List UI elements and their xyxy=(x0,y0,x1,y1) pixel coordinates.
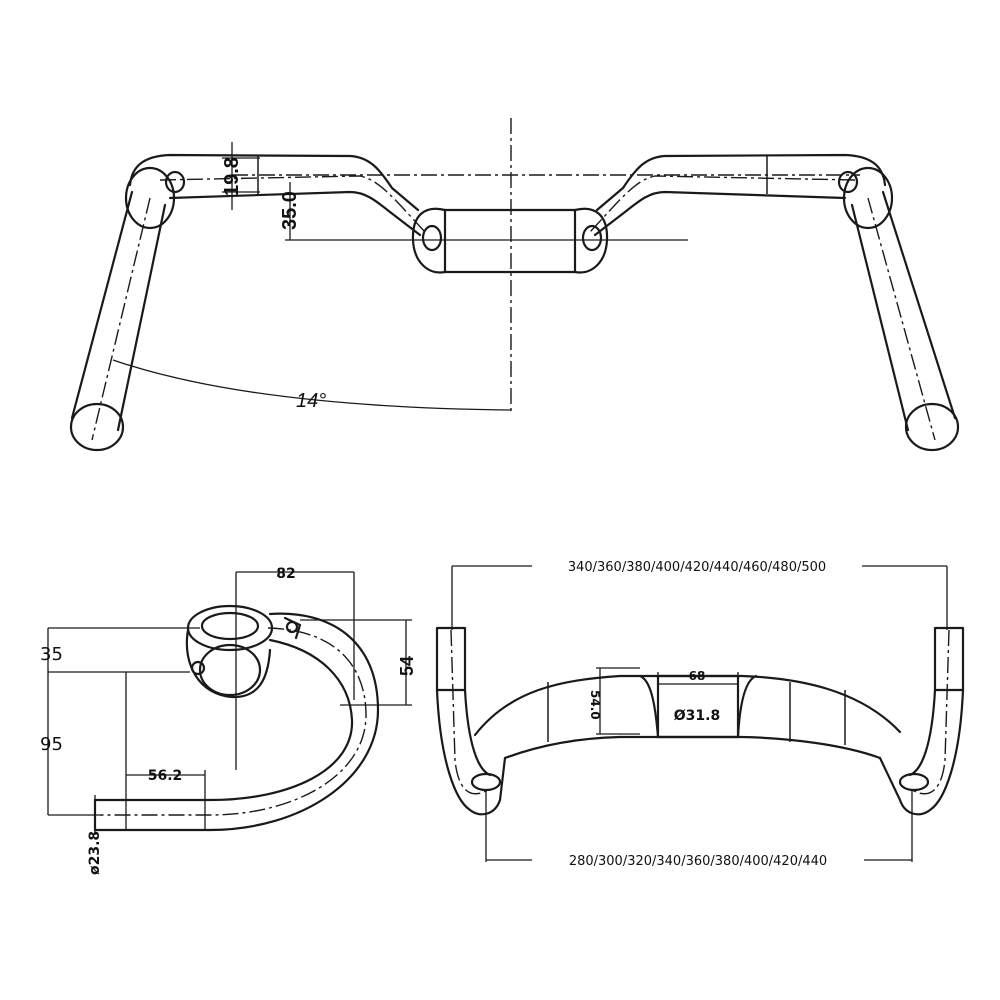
front-right-drop-end xyxy=(933,626,965,692)
front-stem-clamp xyxy=(656,674,740,739)
front-bar-top-outline xyxy=(473,674,902,737)
top-bar-right-outline xyxy=(595,153,887,212)
dim-stem-offset: 35.0 xyxy=(279,191,301,230)
dim-clamp-width: 68 xyxy=(689,669,706,683)
front-left-drop-end xyxy=(435,626,467,692)
top-right-drop xyxy=(850,190,957,432)
dim-reach: 82 xyxy=(276,566,295,582)
dim-clamp-offset: 54.0 xyxy=(588,690,602,720)
top-view: 19.8 35.0 14° xyxy=(69,118,960,452)
dim-end-diameter: ø23.8 xyxy=(87,831,103,875)
top-bar-left-outline xyxy=(128,153,420,212)
dim-drop: 95 xyxy=(40,734,63,755)
side-view: 82 54 35 95 56.2 ø23.8 xyxy=(40,566,417,875)
dim-flare-angle: 14° xyxy=(296,390,326,412)
top-left-drop xyxy=(70,190,167,432)
dim-width-top: 340/360/380/400/420/440/460/480/500 xyxy=(568,560,826,575)
dim-drop-flat: 56.2 xyxy=(148,768,183,784)
top-stem-clamp xyxy=(443,208,577,274)
dim-rise: 35 xyxy=(40,644,63,665)
dim-drop-height: 19.8 xyxy=(221,157,243,196)
dim-clamp-height: 54 xyxy=(397,656,417,676)
dim-width-bottom: 280/300/320/340/360/380/400/420/440 xyxy=(569,854,827,869)
side-bar-outline-outer xyxy=(93,612,380,832)
front-view: 340/360/380/400/420/440/460/480/500 68 Ø… xyxy=(435,560,965,869)
dim-clamp-diameter: Ø31.8 xyxy=(674,708,720,724)
